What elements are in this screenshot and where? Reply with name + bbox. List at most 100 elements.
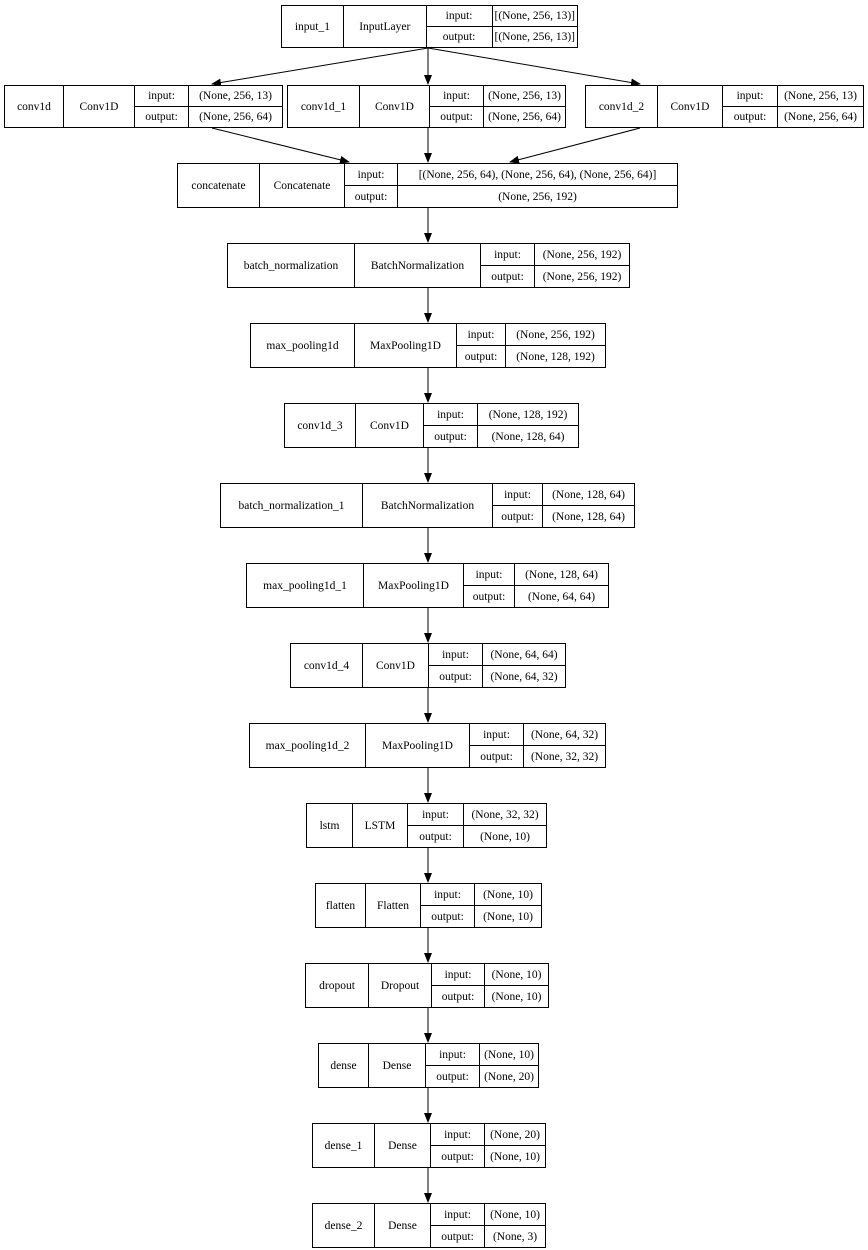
output-shape: (None, 128, 192) [506,345,605,367]
layer-name: batch_normalization_1 [221,484,363,527]
layer-name: dropout [306,964,369,1007]
input-shape: (None, 32, 32) [471,808,539,821]
io-shape-column: (None, 10)(None, 20) [480,1044,538,1087]
input-label: input: [445,10,473,22]
output-shape: (None, 256, 64) [189,106,282,127]
layer-name: batch_normalization [228,244,355,287]
io-label-column: input: output: [426,6,493,47]
layer-name: input_1 [282,6,344,47]
io-label-column: input: output: [135,86,189,127]
edge-input-1-to-conv1d-2 [427,47,641,87]
layer-type: Conv1D [363,644,429,687]
output-label: output: [457,345,505,367]
io-shape-column: [(None, 256, 64), (None, 256, 64), (None… [398,164,677,207]
layer-name: concatenate [178,164,260,207]
layer-name: conv1d [5,86,64,127]
io-shape-column: (None, 128, 192)(None, 128, 64) [478,404,578,447]
input-shape: (None, 256, 13) [199,90,272,102]
input-shape: (None, 64, 64) [490,648,558,661]
layer-type: MaxPooling1D [366,724,470,767]
input-label: input: [494,248,521,261]
io-shape-column: (None, 256, 13) (None, 256, 64) [189,86,282,127]
layer-type: Flatten [366,884,421,927]
input-shape: [(None, 256, 13)] [494,10,575,22]
io-shape-column: (None, 64, 64) (None, 64, 32) [483,644,565,687]
output-label: output: [421,905,474,927]
output-shape: (None, 10) [464,825,546,847]
output-shape: (None, 10) [485,985,548,1007]
io-shape-column: (None, 128, 64)(None, 64, 64) [515,564,608,607]
input-label: input: [467,328,495,341]
input-label: input: [148,90,175,102]
io-label-column: input:output: [424,404,478,447]
output-shape: (None, 256, 192) [535,265,629,287]
output-shape: [(None, 256, 13)] [492,26,577,47]
output-shape: (None, 3) [485,1225,545,1247]
edge-input-1-to-conv1d [211,47,429,87]
output-label: output: [135,106,188,127]
output-label: output: [493,505,542,527]
input-label: input: [439,1048,466,1061]
input-shape: (None, 10) [483,888,533,901]
output-label: output: [723,106,777,127]
layer-name: conv1d_2 [586,86,658,127]
output-label: output: [432,985,484,1007]
output-shape: (None, 10) [475,905,541,927]
layer-type: Conv1D [360,86,430,127]
layer-name: max_pooling1d_1 [247,564,364,607]
layer-name: dense [319,1044,369,1087]
io-shape-column: (None, 64, 32)(None, 32, 32) [524,724,605,767]
io-label-column: input: output: [421,884,475,927]
input-label: input: [444,968,472,981]
input-shape: (None, 256, 192) [542,248,622,261]
input-label: input: [434,888,461,901]
input-shape: (None, 10) [490,1208,540,1221]
io-label-column: input: output: [493,484,543,527]
input-shape: (None, 20) [490,1128,540,1141]
input-label: input: [442,648,469,661]
layer-name: conv1d_1 [288,86,360,127]
output-shape: (None, 10) [485,1145,545,1167]
output-shape: (None, 128, 64) [543,505,634,527]
input-label: input: [444,1128,471,1141]
output-shape: (None, 128, 64) [478,425,578,447]
io-shape-column: (None, 256, 192) (None, 256, 192) [535,244,629,287]
io-label-column: input:output: [723,86,778,127]
layer-name: flatten [316,884,366,927]
layer-type: Concatenate [260,164,345,207]
layer-type: Conv1D [658,86,723,127]
io-label-column: input: output: [432,964,485,1007]
input-label: input: [443,90,470,102]
io-label-column: input:output: [345,164,398,207]
input-shape: (None, 10) [491,968,542,981]
layer-type: Dense [375,1124,431,1167]
output-label: output: [426,26,492,47]
io-label-column: input:output: [431,1124,485,1167]
input-label: input: [504,488,531,501]
io-shape-column: (None, 20) (None, 10) [485,1124,545,1167]
input-shape: (None, 64, 32) [530,728,599,741]
io-shape-column: (None, 32, 32) (None, 10) [464,804,546,847]
output-shape: (None, 64, 32) [483,665,565,687]
input-shape: (None, 128, 64) [525,568,598,581]
io-shape-column: (None, 128, 64)(None, 128, 64) [543,484,634,527]
layer-name: dense_2 [313,1204,375,1247]
layer-type: Dense [375,1204,431,1247]
output-label: output: [426,1065,479,1087]
layer-type: InputLayer [344,6,427,47]
output-label: output: [464,585,514,607]
input-label: input: [357,168,385,181]
layer-type: Conv1D [356,404,424,447]
output-shape: (None, 256, 64) [484,106,565,127]
layer-type: Dropout [369,964,432,1007]
io-shape-column: (None, 10) (None, 3) [485,1204,545,1247]
layer-name: dense_1 [313,1124,375,1167]
